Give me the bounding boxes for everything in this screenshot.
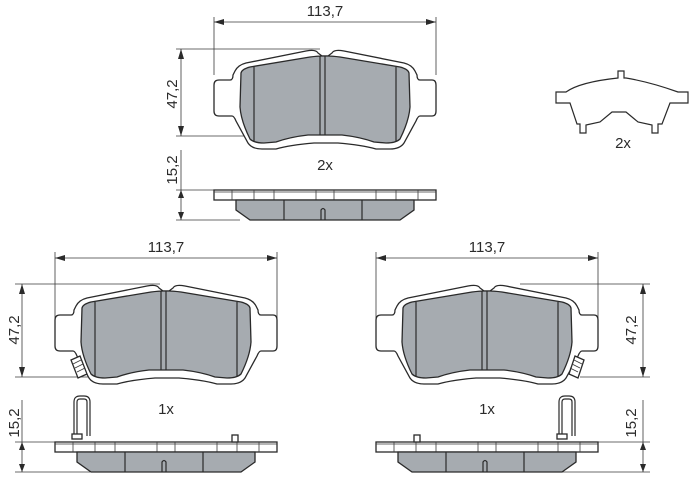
- top-pad-side: [213, 189, 437, 221]
- bottom-right-thickness-dim: 15,2: [623, 408, 640, 437]
- bottom-left-pad-group: 113,7 47,2 1x 15,2: [6, 239, 278, 473]
- wear-sensor-right: [568, 355, 585, 379]
- bottom-left-width-dim: 113,7: [148, 239, 184, 256]
- bottom-right-quantity: 1x: [479, 401, 495, 418]
- bottom-left-thickness-dim: 15,2: [6, 408, 23, 437]
- bottom-right-width-dim: 113,7: [469, 239, 505, 256]
- anti-rattle-clip-left: [71, 395, 91, 440]
- top-pad-group: 113,7 47,2 2x 15,2: [164, 3, 437, 221]
- top-width-dim: 113,7: [307, 3, 343, 20]
- wear-sensor-left: [70, 355, 88, 379]
- top-quantity: 2x: [317, 157, 333, 174]
- anti-rattle-clip-right: [556, 395, 576, 440]
- top-pad-face: [213, 49, 437, 150]
- bottom-left-pad-side: [54, 441, 278, 473]
- bottom-right-pad-face: [375, 284, 599, 385]
- shim-quantity: 2x: [615, 135, 631, 152]
- top-thickness-dim: 15,2: [164, 155, 181, 184]
- bottom-left-quantity: 1x: [158, 401, 174, 418]
- sensor-stub-right: [413, 434, 421, 443]
- shim-outline: [555, 70, 689, 134]
- sensor-stub-left: [231, 434, 239, 443]
- bottom-right-pad-side: [375, 441, 599, 473]
- bottom-right-pad-group: 113,7 47,2 1x 15,2: [375, 239, 650, 473]
- bottom-left-height-dim: 47,2: [6, 315, 23, 344]
- bottom-left-pad-face: [54, 284, 278, 385]
- shim-group: 2x: [555, 70, 689, 152]
- bottom-right-height-dim: 47,2: [623, 315, 640, 344]
- top-height-dim: 47,2: [164, 79, 181, 108]
